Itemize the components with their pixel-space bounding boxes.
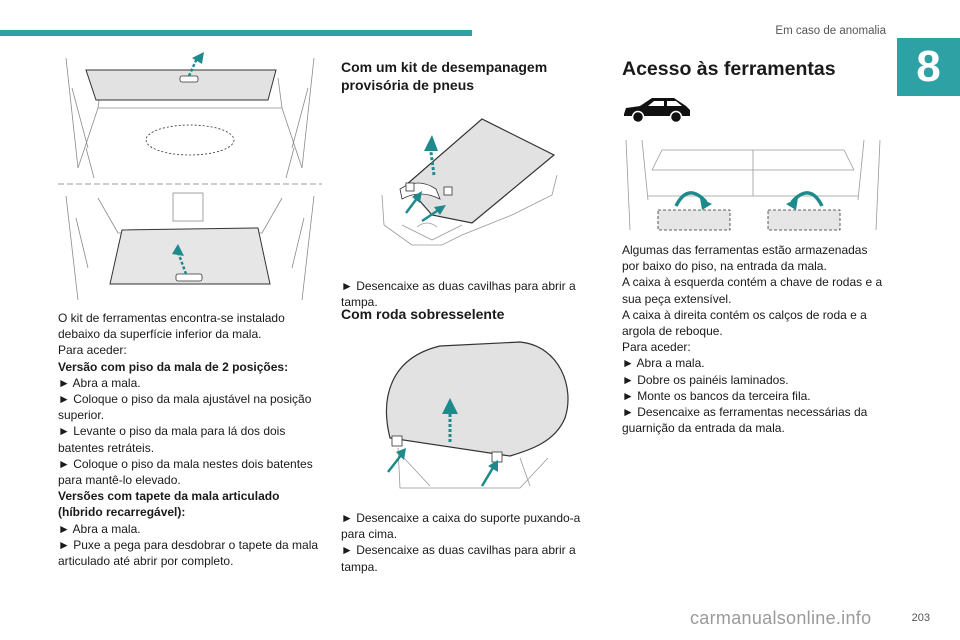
col1-step: ► Abra a mala.: [58, 521, 141, 536]
heading-tool-access: Acesso às ferramentas: [622, 58, 836, 80]
tyre-kit-step: ► Desencaixe as duas cavilhas para abrir…: [341, 279, 576, 310]
col3-paragraph: A caixa à esquerda contém a chave de rod…: [622, 275, 883, 306]
spare-wheel-step: ► Desencaixe a caixa do suporte puxando-…: [341, 511, 581, 542]
col3-paragraph: Para aceder:: [622, 340, 691, 355]
header-accent-bar: [0, 30, 472, 36]
page-number: 203: [911, 612, 930, 624]
col1-step: ► Coloque o piso da mala nestes dois bat…: [58, 456, 313, 488]
tyre-repair-kit-illustration: [381, 118, 558, 246]
col3-step: ► Dobre os painéis laminados.: [622, 372, 789, 387]
spare-wheel-step: ► Desencaixe as duas cavilhas para abrir…: [341, 543, 576, 574]
chapter-number-badge: 8: [897, 38, 960, 96]
col1-paragraph: O kit de ferramentas encontra-se instala…: [58, 311, 285, 342]
col1-subheading: Versões com tapete da mala articulado (h…: [58, 489, 280, 520]
trunk-floor-illustration: [58, 52, 322, 301]
col3-step: ► Desencaixe as ferramentas necessárias …: [622, 405, 868, 436]
section-title: Em caso de anomalia: [775, 25, 886, 37]
car-silhouette-icon: [624, 98, 690, 124]
trunk-tool-boxes-illustration: [625, 140, 881, 231]
spare-wheel-illustration: [385, 341, 569, 489]
heading-tyre-repair-kit: Com um kit de desempanagem provisória de…: [341, 59, 548, 93]
col3-paragraph: Algumas das ferramentas estão armazenada…: [622, 243, 868, 274]
col1-step: ► Levante o piso da mala para lá dos doi…: [58, 424, 286, 455]
tool-kit-instructions: O kit de ferramentas encontra-se instala…: [58, 310, 326, 569]
col3-step: ► Monte os bancos da terceira fila.: [622, 388, 811, 403]
col3-step: ► Abra a mala.: [622, 356, 705, 371]
watermark-text: carmanualsonline.info: [690, 608, 872, 628]
col1-paragraph: Para aceder:: [58, 343, 127, 358]
spare-wheel-steps: ► Desencaixe a caixa do suporte puxando-…: [341, 510, 603, 575]
col1-step: ► Abra a mala.: [58, 375, 141, 390]
col1-step: ► Coloque o piso da mala ajustável na po…: [58, 392, 312, 423]
col1-subheading: Versão com piso da mala de 2 posições:: [58, 359, 289, 374]
heading-spare-wheel: Com roda sobresselente: [341, 306, 505, 322]
col3-paragraph: A caixa à direita contém os calços de ro…: [622, 307, 867, 339]
col1-step: ► Puxe a pega para desdobrar o tapete da…: [58, 537, 319, 569]
tool-access-instructions: Algumas das ferramentas estão armazenada…: [622, 242, 884, 436]
